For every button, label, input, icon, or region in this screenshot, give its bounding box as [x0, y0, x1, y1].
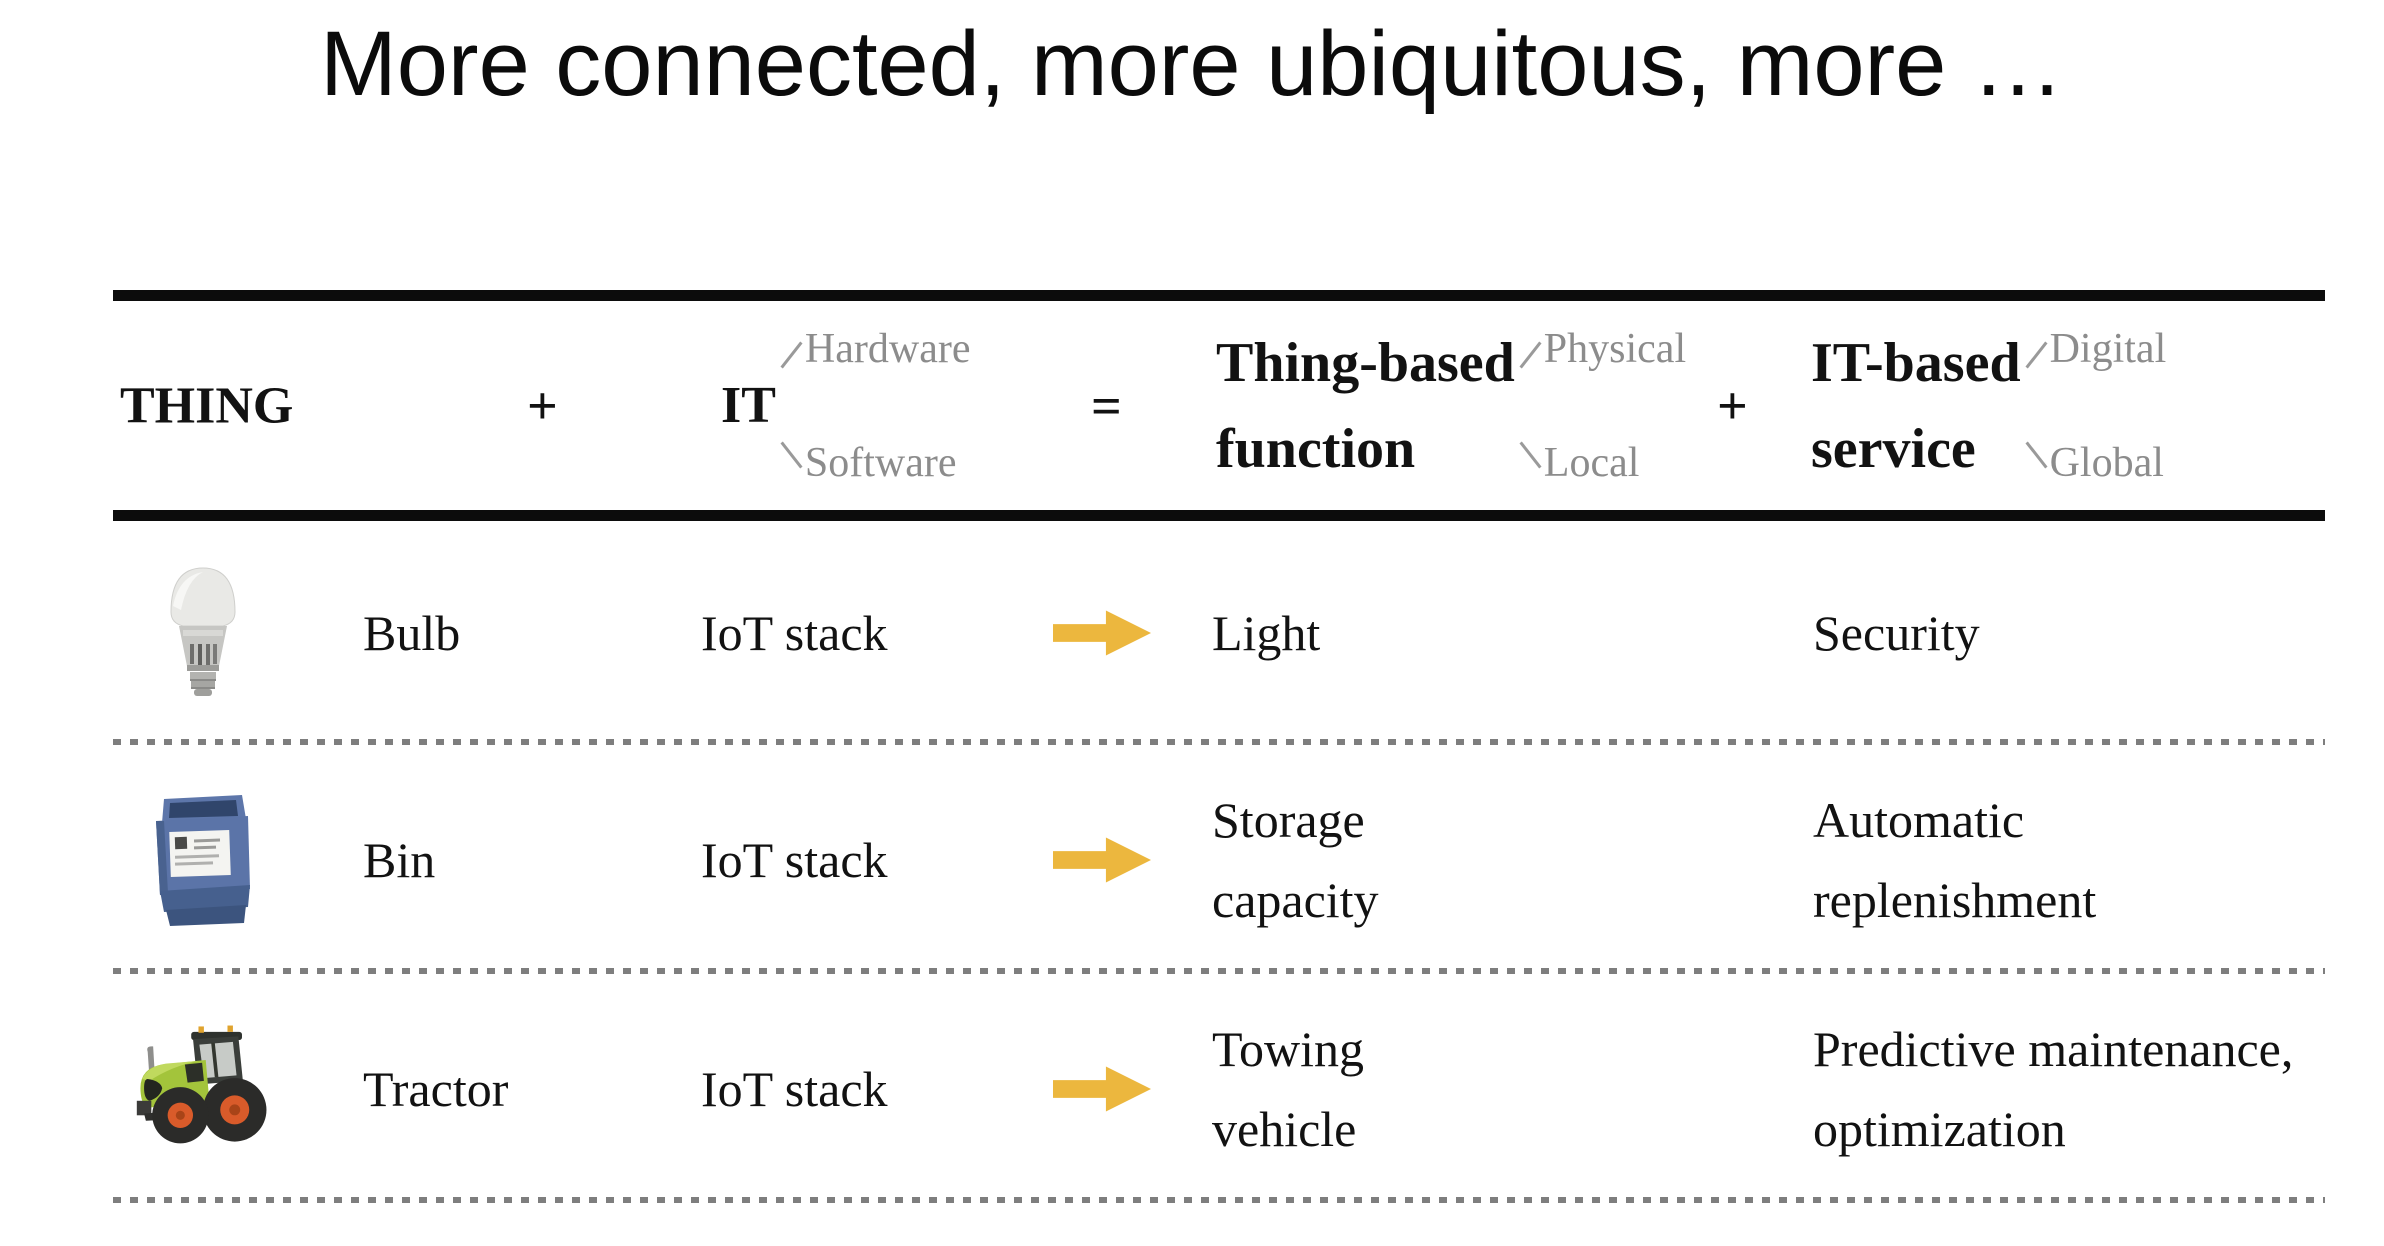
backslash-connector-icon — [1519, 440, 1542, 469]
thing-based-function-value: Storage capacity — [1212, 791, 1379, 928]
row-separator — [113, 1197, 2325, 1203]
header-plus-sign-2: + — [1717, 375, 1748, 436]
header-it-fork: IT Hardware Software — [721, 325, 970, 487]
table-row: Bin IoT stack Storage capacity Automatic… — [113, 745, 2325, 974]
table-header: THING + IT Hardware Software = Thing-bas… — [113, 301, 2325, 510]
header-thing: THING — [120, 377, 294, 434]
table-row: Tractor IoT stack Towing vehicle Predict… — [113, 974, 2325, 1203]
it-stack-label: IoT stack — [701, 831, 888, 888]
header-service-digital: Digital — [2025, 325, 2166, 373]
thing-name: Bin — [363, 831, 436, 888]
bulb-photo — [163, 562, 243, 704]
row-separator — [113, 739, 2325, 745]
header-function-fork: Thing-based function Physical Local — [1216, 320, 1686, 492]
table-row: Bulb IoT stack Light Security — [113, 521, 2325, 745]
header-plus-sign: + — [527, 375, 558, 436]
thing-name: Bulb — [363, 605, 461, 661]
slash-connector-icon — [780, 340, 803, 369]
right-arrow-icon — [1053, 836, 1151, 883]
it-based-service-value: Automatic replenishment — [1813, 791, 2097, 928]
page-title: More connected, more ubiquitous, more … — [320, 13, 2064, 115]
header-it-hardware: Hardware — [780, 325, 970, 373]
it-stack-label: IoT stack — [701, 605, 888, 661]
thing-based-function-value: Towing vehicle — [1212, 1020, 1365, 1157]
header-service-global: Global — [2025, 439, 2167, 487]
slash-connector-icon — [2025, 340, 2048, 369]
header-function-physical: Physical — [1519, 325, 1686, 373]
slash-connector-icon — [1519, 340, 1542, 369]
header-function-label: Thing-based function — [1216, 331, 1515, 480]
right-arrow-icon — [1053, 610, 1151, 656]
header-it-label: IT — [721, 377, 776, 434]
right-arrow-icon — [1053, 1065, 1151, 1112]
tractor-photo — [135, 1019, 271, 1159]
header-equals-sign: = — [1091, 375, 1122, 436]
iot-table: THING + IT Hardware Software = Thing-bas… — [113, 290, 2325, 1203]
bin-photo — [142, 791, 264, 929]
table-top-rule — [113, 290, 2325, 301]
header-it-software: Software — [780, 439, 971, 487]
it-based-service-value: Security — [1813, 605, 1980, 661]
row-separator — [113, 968, 2325, 974]
backslash-connector-icon — [2025, 440, 2048, 469]
thing-name: Tractor — [363, 1060, 509, 1117]
it-based-service-value: Predictive maintenance, optimization — [1813, 1020, 2294, 1157]
header-function-local: Local — [1519, 439, 1686, 487]
header-service-label: IT-based service — [1811, 331, 2021, 480]
it-stack-label: IoT stack — [701, 1060, 888, 1117]
header-bottom-rule — [113, 510, 2325, 521]
backslash-connector-icon — [780, 440, 803, 469]
thing-based-function-value: Light — [1212, 605, 1321, 661]
header-service-fork: IT-based service Digital Global — [1811, 320, 2166, 492]
